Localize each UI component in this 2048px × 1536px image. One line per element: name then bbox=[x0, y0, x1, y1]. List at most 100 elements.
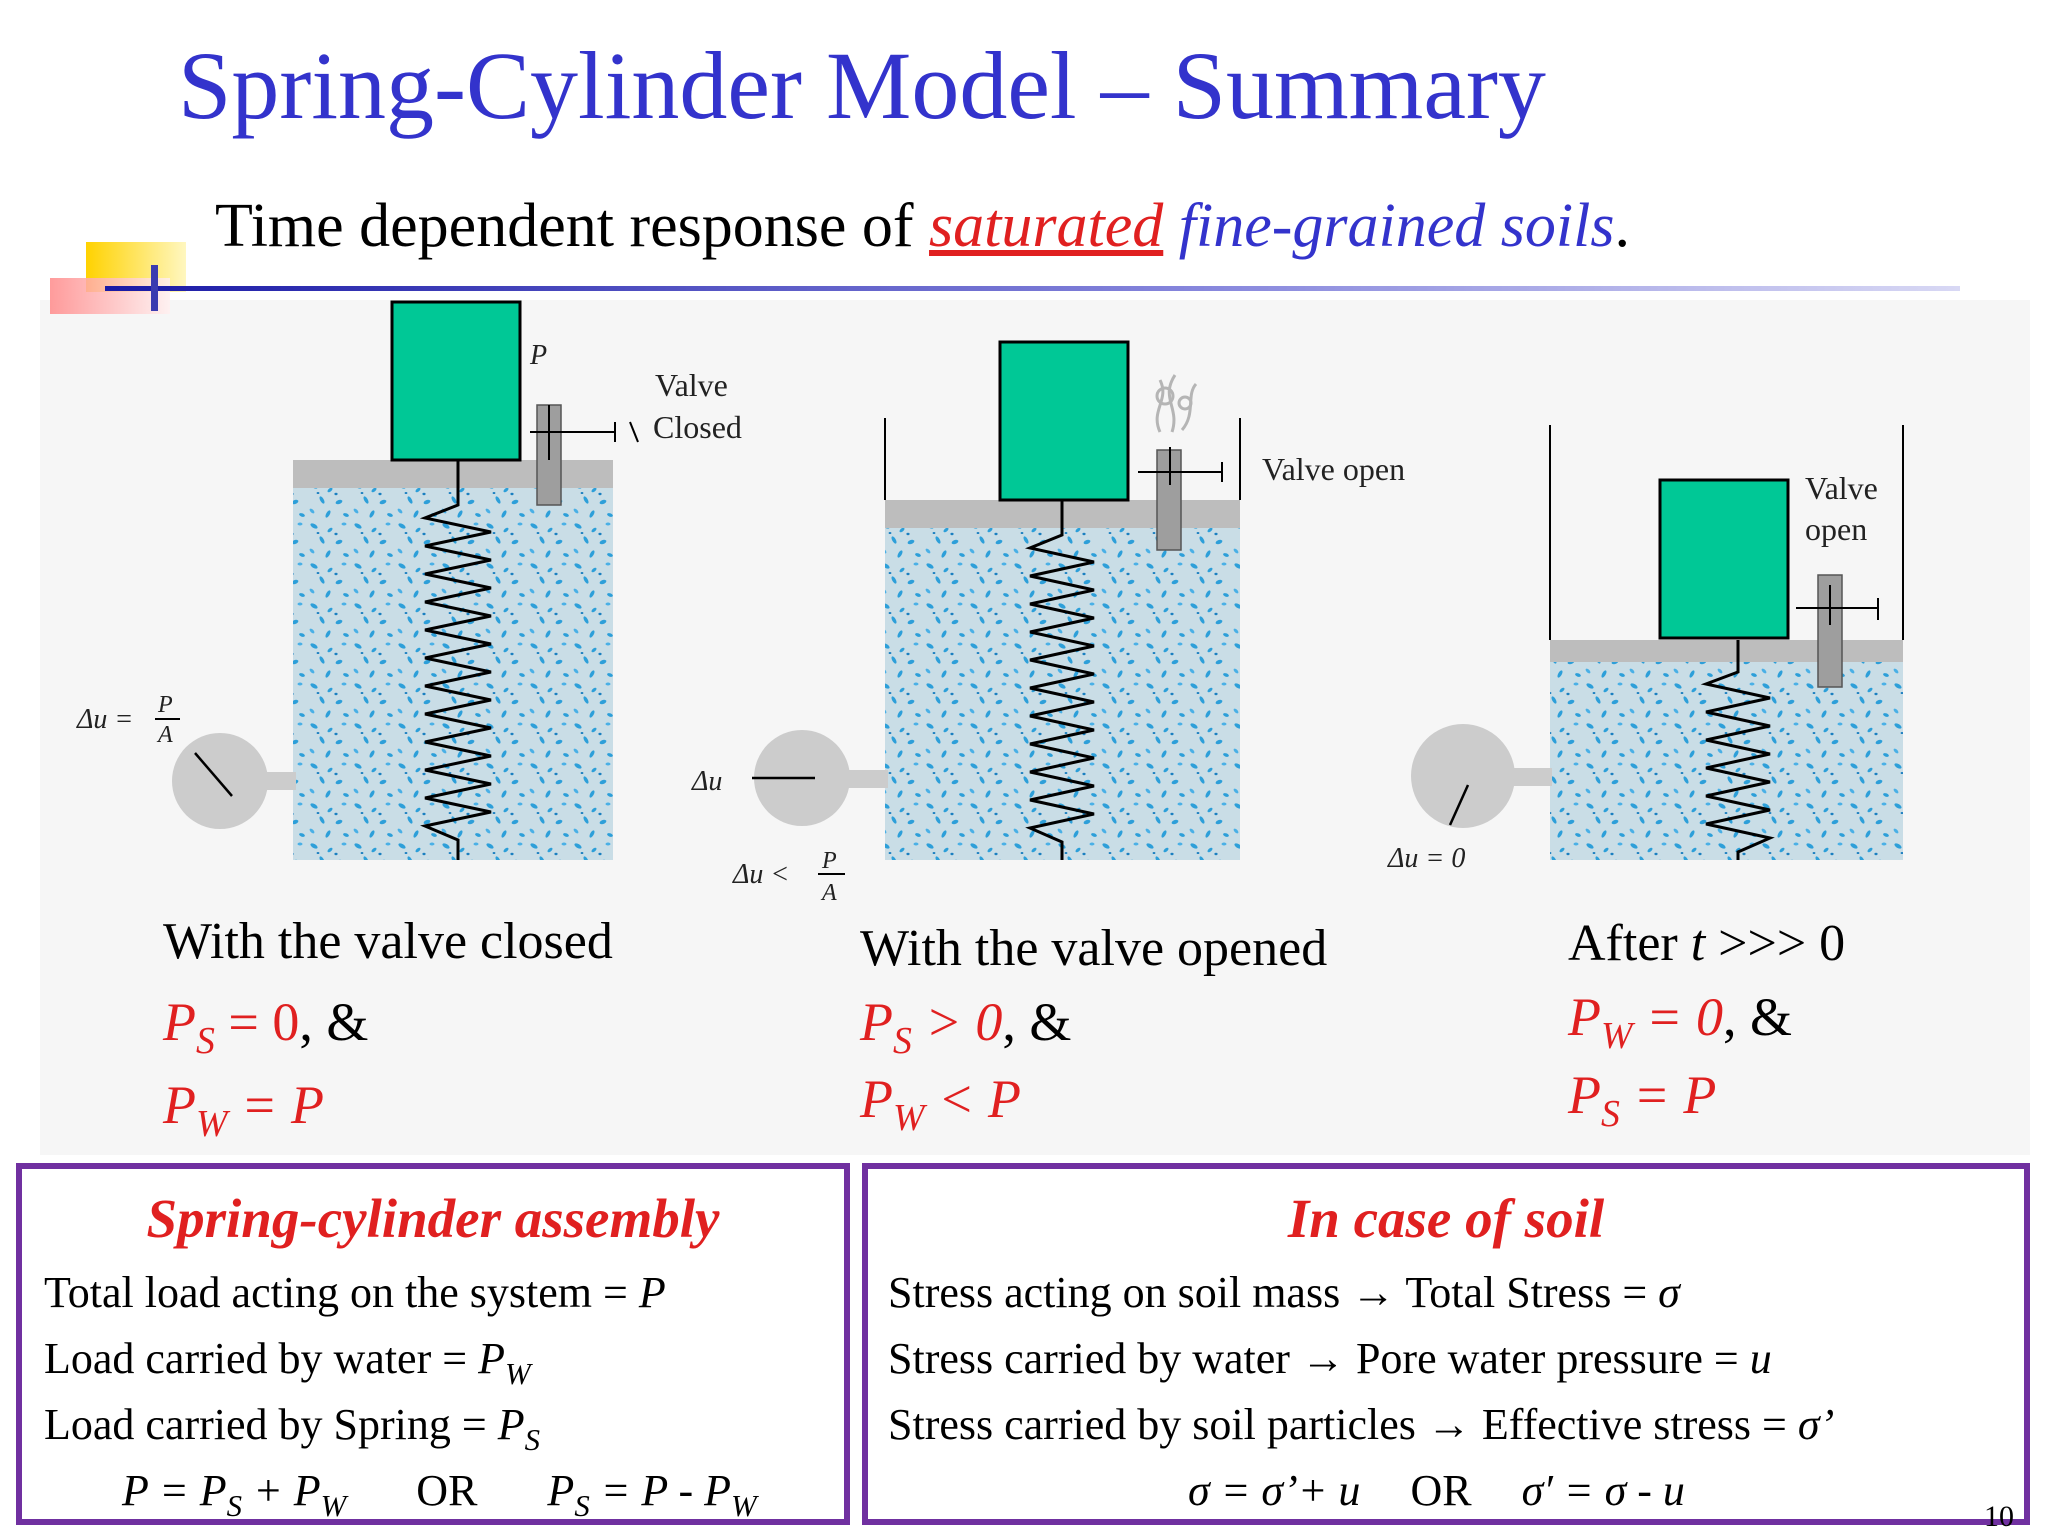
col2-ps-sub: S bbox=[893, 1020, 912, 1063]
left-box-line-1: Total load acting on the system = P bbox=[44, 1271, 666, 1315]
left-line2-text: Load carried by water = bbox=[44, 1334, 479, 1383]
left-eq-c: P bbox=[547, 1466, 575, 1515]
left-line2-sub: W bbox=[504, 1356, 531, 1391]
spring-cylinder-box-title: Spring-cylinder assembly bbox=[146, 1188, 720, 1249]
col3-ps-equation: PS = P bbox=[1568, 1065, 1717, 1133]
left-box-line-3: Load carried by Spring = PS bbox=[44, 1400, 540, 1456]
fig1-frac-den: A bbox=[156, 722, 173, 748]
left-eq-b-sub: W bbox=[320, 1488, 347, 1523]
col3-pw-eq: = 0 bbox=[1632, 987, 1723, 1047]
caption-after-time: After t >>> 0 bbox=[1568, 918, 1845, 970]
fig2-frac-num: P bbox=[821, 848, 837, 874]
fig2-du-lt-label: Δu < bbox=[732, 859, 789, 890]
fig3-valve-label-1: Valve bbox=[1805, 470, 1878, 506]
left-eq-d: = P - P bbox=[589, 1466, 732, 1515]
col2-pw-equation: PW < P bbox=[860, 1069, 1021, 1137]
left-line2-sym: P bbox=[478, 1334, 505, 1383]
left-eq-a-sub: S bbox=[226, 1488, 243, 1523]
left-eq-c-sub: S bbox=[574, 1488, 590, 1523]
title-divider-tick bbox=[151, 265, 158, 311]
page-number: 10 bbox=[1984, 1500, 2014, 1533]
fig2-du-label: Δu bbox=[691, 766, 722, 797]
right-box-line-1: Stress acting on soil mass → Total Stres… bbox=[888, 1271, 1680, 1315]
col1-ps-equation: PS = 0, & bbox=[163, 992, 369, 1060]
caption-valve-opened: With the valve opened bbox=[860, 920, 1328, 977]
left-line1-text: Total load acting on the system = bbox=[44, 1268, 639, 1317]
col3-heading-pre: After bbox=[1568, 915, 1691, 972]
col1-ps-sym: P bbox=[163, 992, 196, 1052]
right-line2-text: Stress carried by water → Pore water pre… bbox=[888, 1334, 1750, 1383]
left-line3-sym: P bbox=[497, 1400, 525, 1449]
fig1-valve-label-1: Valve bbox=[655, 367, 728, 403]
right-line1-text: Stress acting on soil mass → Total Stres… bbox=[888, 1268, 1659, 1317]
left-eq-b: + P bbox=[242, 1466, 321, 1515]
col3-pw-sub: W bbox=[1601, 1015, 1633, 1058]
col2-pw-eq: < P bbox=[924, 1069, 1021, 1129]
col2-ps-equation: PS > 0, & bbox=[860, 992, 1072, 1060]
col3-heading-post: >>> 0 bbox=[1705, 915, 1846, 972]
title-divider bbox=[105, 286, 1960, 291]
slide-title: Spring-Cylinder Model – Summary bbox=[178, 32, 1546, 139]
right-line3-sym: σ’ bbox=[1797, 1400, 1835, 1449]
right-line2-sym: u bbox=[1749, 1334, 1772, 1383]
right-eq-left: σ = σ’+ u bbox=[1188, 1466, 1361, 1515]
right-box-line-2: Stress carried by water → Pore water pre… bbox=[888, 1337, 1772, 1381]
col2-ps-sym: P bbox=[860, 992, 893, 1052]
fig1-frac-num: P bbox=[157, 692, 173, 718]
col2-ps-tail: , & bbox=[1002, 992, 1072, 1052]
col1-pw-sym: P bbox=[163, 1075, 196, 1135]
spring-cylinder-figures: P Valve Closed Δu = P A Valve open bbox=[76, 300, 1904, 906]
subtitle-period: . bbox=[1614, 192, 1630, 260]
caption-valve-closed: With the valve closed bbox=[163, 913, 613, 970]
left-line3-text: Load carried by Spring = bbox=[44, 1400, 498, 1449]
subtitle-lead: Time dependent response of bbox=[215, 192, 930, 260]
col2-pw-sym: P bbox=[860, 1069, 893, 1129]
soil-case-box-title: In case of soil bbox=[1287, 1188, 1605, 1249]
fig1-valve-label-2: Closed bbox=[653, 409, 742, 445]
fig2-frac-den: A bbox=[820, 880, 837, 906]
left-eq-d-sub: W bbox=[731, 1488, 757, 1523]
col1-ps-sub: S bbox=[196, 1020, 215, 1063]
left-eq-a: P = P bbox=[122, 1466, 227, 1515]
right-line3-text: Stress carried by soil particles → Effec… bbox=[888, 1400, 1798, 1449]
col2-ps-eq: > 0 bbox=[911, 992, 1003, 1052]
subtitle-saturated: saturated bbox=[929, 192, 1164, 260]
subtitle-fine-grained: fine-grained soils bbox=[1178, 192, 1615, 260]
col1-ps-tail: , & bbox=[299, 992, 369, 1052]
soil-case-box: In case of soil Stress acting on soil ma… bbox=[862, 1163, 2030, 1525]
col3-pw-tail: , & bbox=[1722, 987, 1792, 1047]
subtitle-space bbox=[1163, 192, 1179, 260]
col1-ps-eq: = 0 bbox=[214, 992, 300, 1052]
col1-pw-eq: = P bbox=[227, 1075, 324, 1135]
col3-heading-t: t bbox=[1690, 915, 1706, 972]
spring-cylinder-box: Spring-cylinder assembly Total load acti… bbox=[16, 1163, 850, 1525]
right-box-line-3: Stress carried by soil particles → Effec… bbox=[888, 1403, 1834, 1447]
col3-pw-sym: P bbox=[1568, 987, 1601, 1047]
col2-pw-sub: W bbox=[893, 1097, 925, 1140]
title-decoration-red bbox=[50, 278, 170, 314]
right-box-equation: σ = σ’+ u OR σ′ = σ - u bbox=[1188, 1469, 1685, 1513]
right-line1-sym: σ bbox=[1658, 1268, 1680, 1317]
fig1-du-label: Δu = bbox=[76, 704, 133, 735]
figure-after-time: Valve open Δu = 0 bbox=[1387, 425, 1904, 874]
fig3-du-zero-label: Δu = 0 bbox=[1387, 843, 1465, 874]
figure-valve-opened: Valve open Δu Δu < P A bbox=[691, 340, 1405, 906]
col1-pw-sub: W bbox=[196, 1103, 228, 1146]
right-eq-right: σ′ = σ - u bbox=[1521, 1466, 1685, 1515]
fig1-p-label: P bbox=[529, 340, 547, 371]
left-eq-or: OR bbox=[416, 1466, 478, 1515]
left-line1-sym: P bbox=[638, 1268, 666, 1317]
left-box-line-2: Load carried by water = PW bbox=[44, 1334, 531, 1390]
col3-pw-equation: PW = 0, & bbox=[1568, 987, 1792, 1055]
left-line3-sub: S bbox=[524, 1422, 540, 1457]
col3-ps-sym: P bbox=[1568, 1065, 1601, 1125]
slide-subtitle: Time dependent response of saturated fin… bbox=[215, 195, 1630, 257]
figure-valve-closed: P Valve Closed Δu = P A bbox=[76, 300, 742, 860]
right-eq-or: OR bbox=[1410, 1466, 1472, 1515]
col3-ps-sub: S bbox=[1601, 1093, 1620, 1136]
fig3-valve-label-2: open bbox=[1805, 511, 1867, 547]
fig2-valve-label: Valve open bbox=[1262, 451, 1405, 487]
col3-ps-eq: = P bbox=[1619, 1065, 1717, 1125]
col1-pw-equation: PW = P bbox=[163, 1075, 324, 1143]
